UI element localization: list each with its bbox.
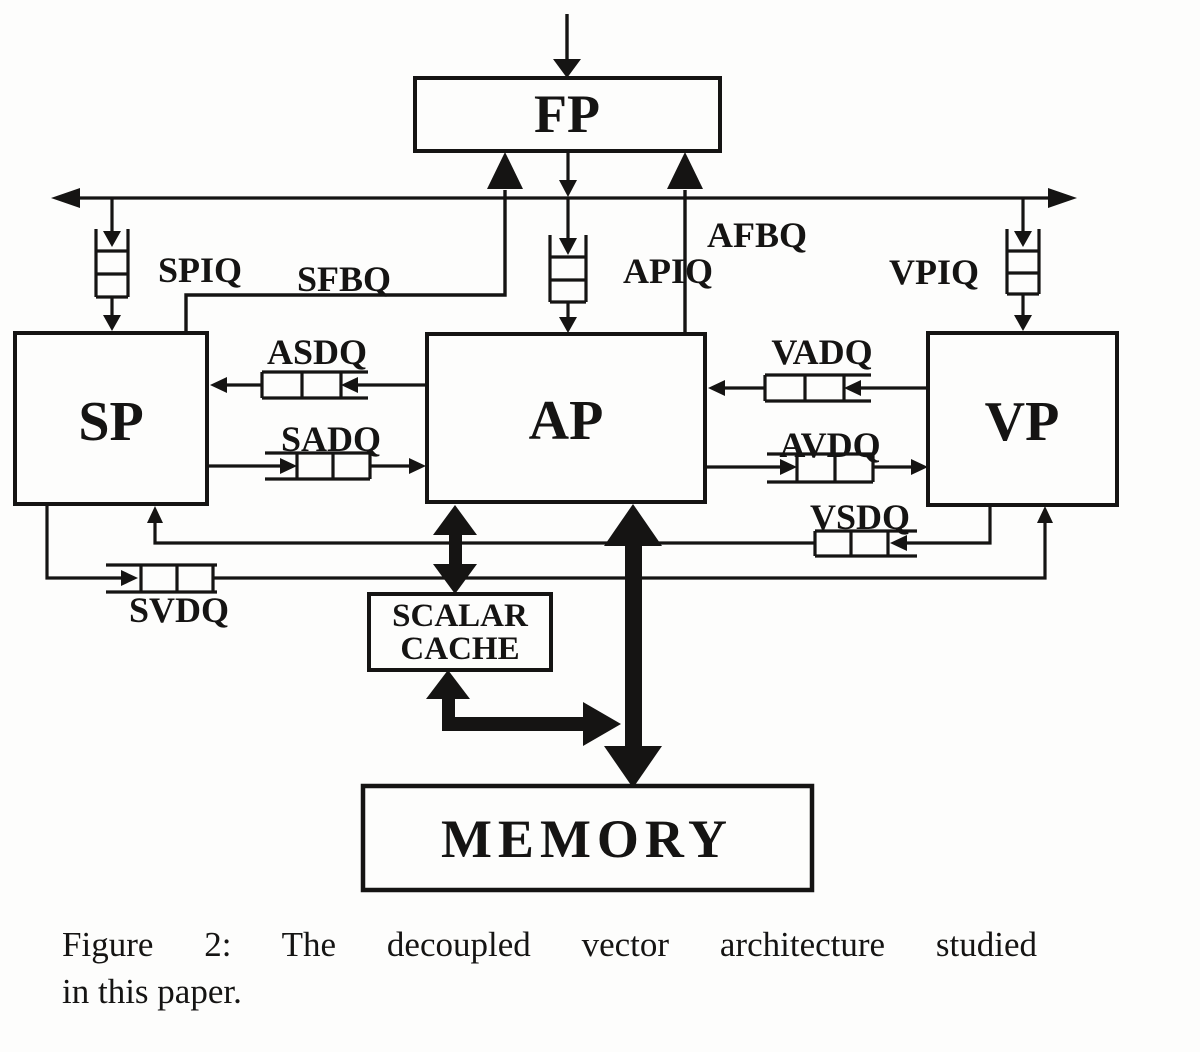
ap-label: AP bbox=[529, 390, 604, 452]
bus-right-arrowhead-icon bbox=[1048, 188, 1077, 208]
architecture-diagram: FP SP AP VP SCALAR CACHE MEMORY SPIQ SFB… bbox=[13, 14, 1119, 893]
ap-block: AP bbox=[425, 332, 707, 504]
top-feed-arrow bbox=[553, 14, 581, 78]
sp-block: SP bbox=[13, 331, 209, 506]
figure-caption-line1: Figure 2: The decoupled vector architect… bbox=[62, 925, 1037, 964]
vadq-queue bbox=[708, 373, 928, 403]
vadq-label: VADQ bbox=[771, 332, 872, 372]
apiq-queue-symbol bbox=[548, 235, 588, 304]
svdq-label: SVDQ bbox=[129, 590, 229, 630]
fp-to-apiq-arrow bbox=[559, 151, 577, 255]
svdq-queue bbox=[45, 504, 1053, 594]
spiq-queue-symbol bbox=[94, 229, 130, 299]
avdq-queue bbox=[705, 452, 928, 484]
vp-label: VP bbox=[985, 391, 1060, 453]
afbq-path bbox=[667, 152, 703, 333]
asdq-queue bbox=[210, 370, 427, 400]
svdq-queue-symbol bbox=[106, 563, 217, 594]
apiq-queue bbox=[548, 235, 588, 333]
avdq-queue-symbol bbox=[767, 452, 875, 484]
scalar-cache-label-line1: SCALAR bbox=[392, 598, 529, 634]
sfbq-path bbox=[184, 152, 523, 332]
apiq-label: APIQ bbox=[623, 251, 713, 291]
vpiq-queue-symbol bbox=[1005, 229, 1041, 296]
sadq-label: SADQ bbox=[281, 419, 381, 459]
cache-memory-thick-arrow bbox=[426, 670, 621, 746]
memory-label: MEMORY bbox=[441, 809, 733, 869]
scalar-cache-label-line2: CACHE bbox=[400, 631, 519, 667]
instruction-bus bbox=[51, 188, 1077, 208]
bus-left-arrowhead-icon bbox=[51, 188, 80, 208]
fp-block: FP bbox=[413, 76, 722, 153]
fp-label: FP bbox=[534, 84, 600, 144]
asdq-label: ASDQ bbox=[267, 332, 367, 372]
sadq-queue-symbol bbox=[265, 451, 372, 481]
sadq-queue bbox=[207, 451, 426, 481]
scalar-cache-block: SCALAR CACHE bbox=[367, 592, 553, 672]
vpiq-queue bbox=[1005, 199, 1041, 331]
figure-caption: Figure 2: The decoupled vector architect… bbox=[62, 921, 1037, 1015]
ap-cache-thick-arrow bbox=[433, 505, 477, 594]
spiq-label: SPIQ bbox=[158, 250, 242, 290]
vpiq-label: VPIQ bbox=[889, 252, 979, 292]
avdq-label: AVDQ bbox=[779, 425, 880, 465]
vsdq-queue bbox=[147, 504, 992, 558]
afbq-label: AFBQ bbox=[707, 215, 807, 255]
memory-block: MEMORY bbox=[360, 783, 815, 893]
figure-caption-line2: in this paper. bbox=[62, 972, 242, 1011]
sfbq-label: SFBQ bbox=[297, 259, 391, 299]
vsdq-label: VSDQ bbox=[810, 497, 910, 537]
sp-label: SP bbox=[78, 391, 143, 453]
vp-block: VP bbox=[926, 331, 1119, 507]
ap-memory-thick-arrow bbox=[604, 504, 662, 788]
spiq-queue bbox=[94, 199, 130, 331]
